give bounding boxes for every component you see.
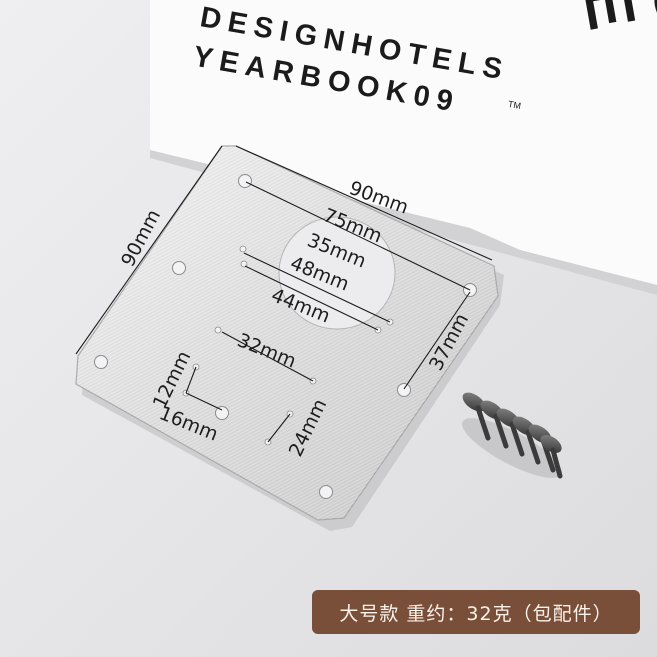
screw — [540, 435, 563, 479]
corner-holes — [94, 174, 477, 499]
hole-right-middle — [397, 383, 411, 397]
dimension-lines — [75, 145, 493, 443]
book-cover — [150, 0, 657, 285]
caption-banner: 大号款 重约：32克（包配件） — [312, 590, 640, 634]
center-hole — [278, 216, 396, 330]
hole-left-corner — [94, 355, 108, 369]
small-hole — [214, 326, 222, 334]
hole-lower-middle — [215, 406, 229, 420]
hole-top-corner — [238, 174, 252, 188]
small-hole — [240, 260, 248, 268]
hole-bottom-corner — [319, 485, 333, 499]
small-hole — [239, 245, 247, 253]
screws — [461, 392, 563, 479]
screw — [462, 392, 491, 441]
caption-text: 大号款 重约：32克（包配件） — [339, 602, 613, 625]
book-tm: TM — [507, 99, 522, 111]
hole-left-middle — [172, 261, 186, 275]
plate-brushed-texture — [76, 146, 498, 520]
book: DESIGNHOTELS YEARBOOK09 TM YE BO — [150, 0, 657, 295]
mounting-plate — [75, 145, 504, 531]
